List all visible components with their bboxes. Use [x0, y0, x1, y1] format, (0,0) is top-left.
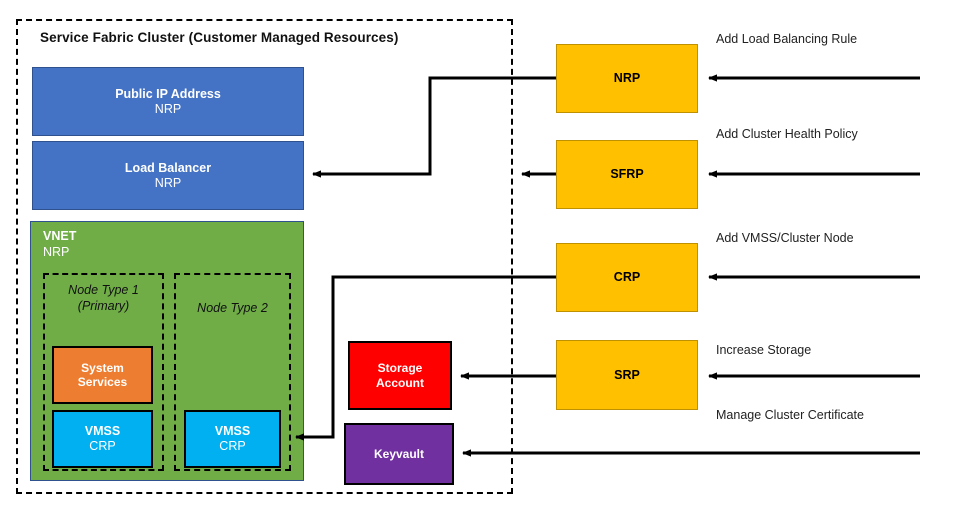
vmss-2-title: VMSS — [214, 424, 251, 439]
storage-account-box[interactable]: Storage Account — [348, 341, 452, 410]
system-services-box[interactable]: System Services — [52, 346, 153, 404]
load-balancer-provider: NRP — [154, 175, 182, 190]
vnet-title: VNET — [43, 229, 77, 243]
vmss-1-title: VMSS — [84, 424, 121, 439]
system-services-line1: System — [81, 360, 124, 375]
node-type-2-line1: Node Type 2 — [197, 301, 268, 315]
service-fabric-cluster-boundary — [16, 19, 513, 494]
action-label-add-vmss-cluster-node: Add VMSS/Cluster Node — [716, 231, 854, 245]
provider-crp-box[interactable]: CRP — [556, 243, 698, 312]
vnet-label: VNET NRP — [43, 228, 76, 261]
node-type-1-line1: Node Type 1 — [68, 283, 139, 297]
vmss-2-provider: CRP — [219, 439, 246, 453]
vmss-2-box[interactable]: VMSS CRP — [184, 410, 281, 468]
provider-sfrp-label: SFRP — [610, 167, 644, 182]
node-type-2-label: Node Type 2 — [176, 301, 289, 317]
action-label-add-load-balancing-rule: Add Load Balancing Rule — [716, 32, 858, 46]
load-balancer-box[interactable]: Load Balancer NRP — [32, 141, 304, 210]
node-type-1-group[interactable]: Node Type 1 (Primary) — [43, 273, 164, 471]
vmss-1-provider: CRP — [89, 439, 116, 453]
vmss-1-box[interactable]: VMSS CRP — [52, 410, 153, 468]
keyvault-title: Keyvault — [373, 446, 425, 461]
node-type-2-group[interactable]: Node Type 2 — [174, 273, 291, 471]
load-balancer-title: Load Balancer — [124, 160, 212, 175]
public-ip-title: Public IP Address — [115, 86, 221, 101]
node-type-1-line2: (Primary) — [77, 298, 130, 313]
vnet-provider: NRP — [43, 245, 70, 260]
provider-nrp-label: NRP — [613, 71, 641, 86]
action-label-increase-storage: Increase Storage — [716, 343, 812, 357]
provider-crp-label: CRP — [613, 270, 641, 285]
public-ip-address-box[interactable]: Public IP Address NRP — [32, 67, 304, 136]
cluster-title: Service Fabric Cluster (Customer Managed… — [40, 30, 399, 45]
provider-sfrp-box[interactable]: SFRP — [556, 140, 698, 209]
provider-srp-box[interactable]: SRP — [556, 340, 698, 410]
action-label-manage-cluster-certificate: Manage Cluster Certificate — [716, 408, 864, 422]
provider-nrp-box[interactable]: NRP — [556, 44, 698, 113]
provider-srp-label: SRP — [614, 367, 640, 382]
node-type-1-label: Node Type 1 (Primary) — [45, 283, 162, 314]
public-ip-provider: NRP — [154, 101, 182, 116]
action-label-add-cluster-health-policy: Add Cluster Health Policy — [716, 127, 858, 141]
system-services-line2: Services — [77, 375, 128, 389]
storage-account-line1: Storage — [377, 361, 423, 376]
storage-account-line2: Account — [376, 375, 424, 390]
keyvault-box[interactable]: Keyvault — [344, 423, 454, 485]
